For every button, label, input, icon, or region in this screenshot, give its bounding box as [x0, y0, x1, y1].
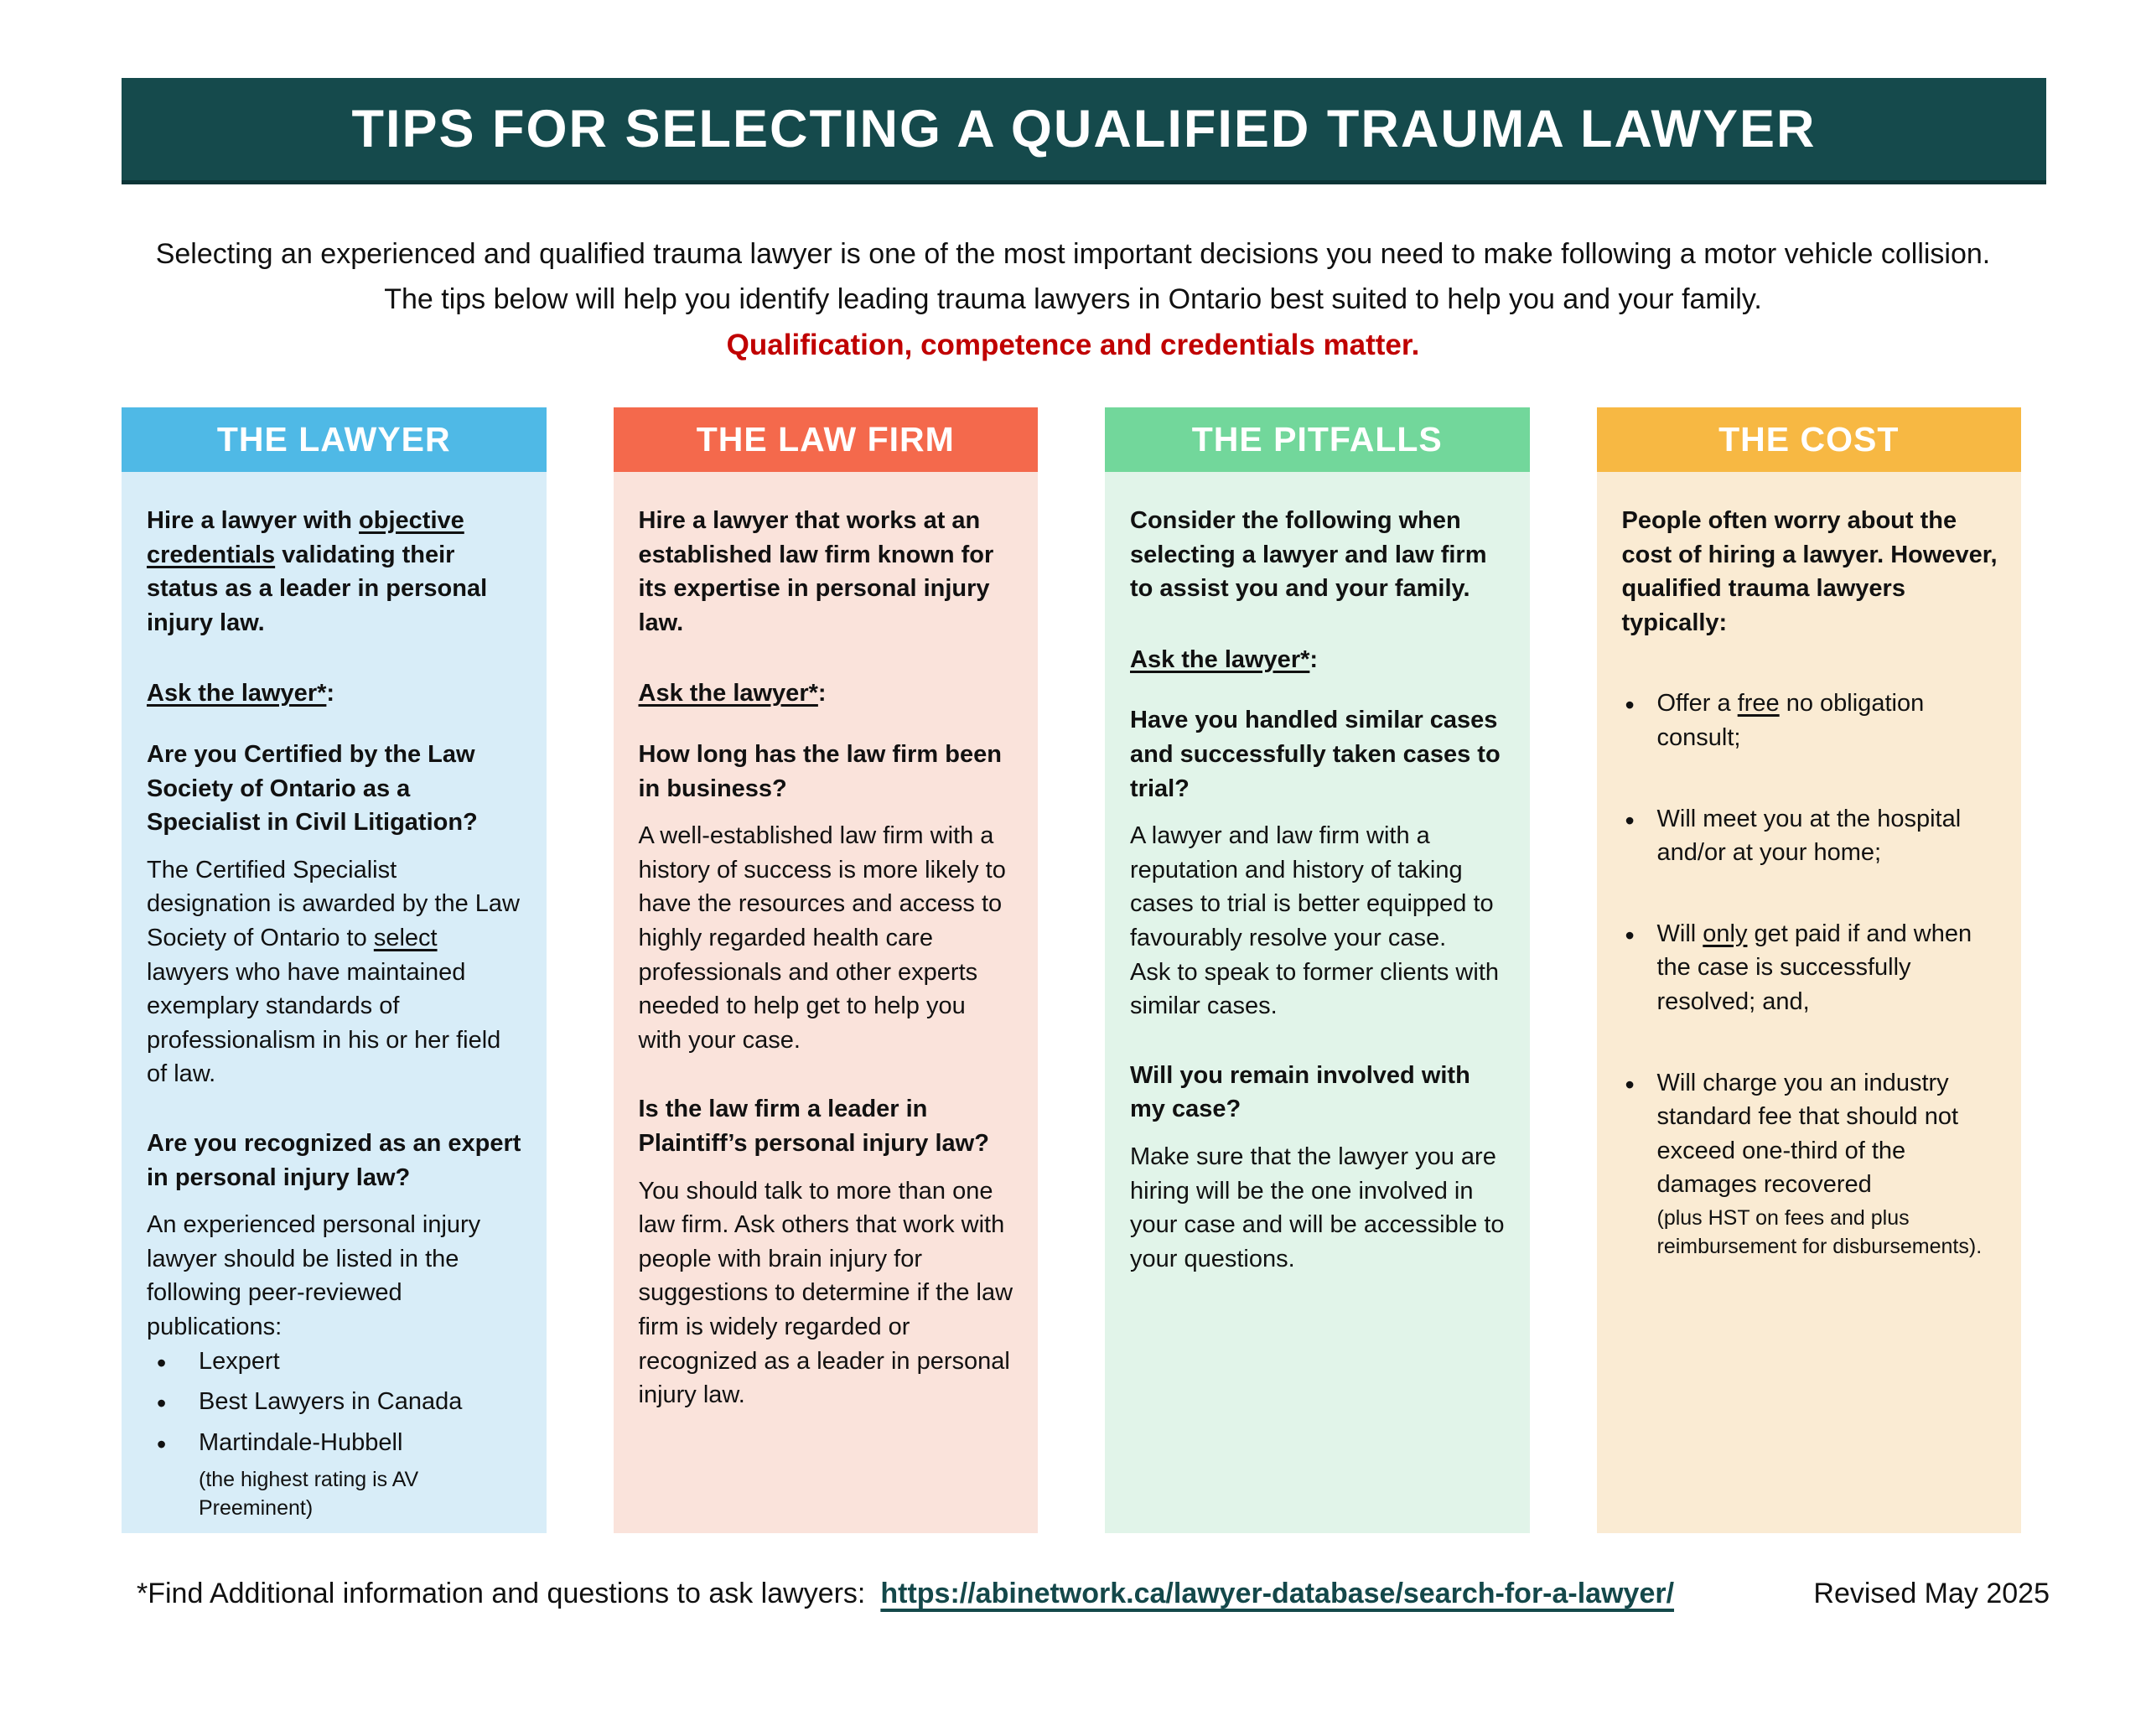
- list-item: Lexpert: [147, 1345, 523, 1381]
- hst-disbursements-note: (plus HST on fees and plus reimbursement…: [1656, 1205, 1983, 1258]
- title-banner: TIPS FOR SELECTING A QUALIFIED TRAUMA LA…: [122, 78, 2046, 184]
- lawyer-database-link[interactable]: https://abinetwork.ca/lawyer-database/se…: [880, 1578, 1675, 1610]
- answer-how-long-in-business: A well-established law firm with a histo…: [638, 822, 1006, 1054]
- text-run: no obligation consult;: [1656, 690, 1925, 751]
- column-the-law-firm: THE LAW FIRM Hire a lawyer that works at…: [613, 407, 1038, 1534]
- answer-similar-cases-trial: A lawyer and law firm with a reputation …: [1130, 819, 1506, 1023]
- underlined-text: objective credentials: [147, 507, 464, 568]
- underlined-text: Ask the lawyer*: [147, 680, 327, 707]
- list-item: Best Lawyers in Canada: [147, 1385, 523, 1422]
- list-item: Will meet you at the hospital and/or at …: [1622, 802, 1998, 870]
- underlined-text: Ask the lawyer*: [638, 680, 818, 707]
- answer-remain-involved: Make sure that the lawyer you are hiring…: [1130, 1143, 1505, 1272]
- text-run: :: [817, 680, 827, 707]
- pitfalls-intro: Consider the following when selecting a …: [1130, 507, 1487, 603]
- question-remain-involved: Will you remain involved with my case?: [1130, 1061, 1470, 1123]
- cost-benefits-list: Offer a free no obligation consult; Will…: [1622, 687, 1998, 1261]
- text-run: Offer a: [1656, 690, 1738, 718]
- column-header-the-pitfalls: THE PITFALLS: [1105, 407, 1530, 473]
- column-body-the-lawyer: Hire a lawyer with objective credentials…: [122, 472, 547, 1534]
- intro-section: Selecting an experienced and qualified t…: [130, 231, 2016, 368]
- martindale-rating-note: (the highest rating is AV Preeminent): [199, 1468, 419, 1521]
- lawyer-intro: Hire a lawyer with objective credentials…: [147, 504, 523, 640]
- question-similar-cases-trial: Have you handled similar cases and succe…: [1130, 707, 1501, 802]
- answer-firm-leader: You should talk to more than one law fir…: [638, 1177, 1013, 1409]
- answer-recognized-expert: An experienced personal injury lawyer sh…: [147, 1211, 481, 1340]
- text-run: validating their status as a leader in p…: [147, 541, 488, 636]
- firm-intro: Hire a lawyer that works at an establish…: [638, 507, 994, 636]
- footer-note-group: *Find Additional information and questio…: [137, 1578, 1674, 1610]
- question-firm-leader: Is the law firm a leader in Plaintiff’s …: [638, 1096, 989, 1157]
- list-item: Will charge you an industry standard fee…: [1622, 1066, 1998, 1262]
- column-header-the-cost: THE COST: [1596, 407, 2021, 473]
- question-certified-specialist: Are you Certified by the Law Society of …: [147, 741, 478, 837]
- footer-note: *Find Additional information and questio…: [137, 1578, 866, 1610]
- list-item: Offer a free no obligation consult;: [1622, 687, 1998, 754]
- underlined-text: only: [1703, 920, 1748, 947]
- column-title: THE PITFALLS: [1191, 420, 1443, 459]
- column-body-the-law-firm: Hire a lawyer that works at an establish…: [613, 472, 1038, 1534]
- underlined-text: free: [1737, 690, 1780, 718]
- column-title: THE COST: [1718, 420, 1900, 459]
- column-header-the-lawyer: THE LAWYER: [122, 407, 547, 473]
- column-the-cost: THE COST People often worry about the co…: [1596, 407, 2021, 1534]
- ask-the-lawyer-heading: Ask the lawyer*:: [147, 676, 523, 711]
- underlined-text: Ask the lawyer*: [1130, 645, 1310, 673]
- text-run: lawyers who have maintained exemplary st…: [147, 958, 501, 1088]
- intro-text: Selecting an experienced and qualified t…: [155, 238, 1991, 316]
- cost-intro: People often worry about the cost of hir…: [1621, 507, 1998, 636]
- text-run: Will charge you an industry standard fee…: [1656, 1069, 1959, 1199]
- revised-date: Revised May 2025: [1813, 1578, 2050, 1610]
- publication-list: Lexpert Best Lawyers in Canada Martindal…: [147, 1345, 523, 1464]
- text-run: :: [326, 680, 335, 707]
- list-item: Martindale-Hubbell: [147, 1426, 523, 1463]
- answer-certified-specialist: The Certified Specialist designation is …: [147, 853, 523, 1091]
- tips-columns: THE LAWYER Hire a lawyer with objective …: [122, 407, 2021, 1534]
- answer-line: Ask to speak to former clients with simi…: [1130, 958, 1499, 1020]
- ask-the-lawyer-heading: Ask the lawyer*:: [639, 676, 1015, 711]
- ask-the-lawyer-heading: Ask the lawyer*:: [1130, 643, 1506, 677]
- column-header-the-law-firm: THE LAW FIRM: [613, 407, 1038, 473]
- column-body-the-cost: People often worry about the cost of hir…: [1596, 472, 2021, 1534]
- column-title: THE LAW FIRM: [696, 420, 955, 459]
- question-how-long-in-business: How long has the law firm been in busine…: [638, 741, 1002, 802]
- column-title: THE LAWYER: [216, 420, 451, 459]
- text-run: :: [1309, 645, 1319, 673]
- text-run: Hire a lawyer with: [147, 507, 360, 535]
- question-recognized-expert: Are you recognized as an expert in perso…: [147, 1129, 521, 1191]
- page-title: TIPS FOR SELECTING A QUALIFIED TRAUMA LA…: [351, 100, 1817, 158]
- text-run: The Certified Specialist designation is …: [147, 856, 520, 951]
- text-run: Will: [1656, 920, 1703, 947]
- column-the-lawyer: THE LAWYER Hire a lawyer with objective …: [122, 407, 547, 1534]
- column-the-pitfalls: THE PITFALLS Consider the following when…: [1105, 407, 1530, 1534]
- column-body-the-pitfalls: Consider the following when selecting a …: [1105, 472, 1530, 1534]
- footer: *Find Additional information and questio…: [137, 1578, 2050, 1610]
- text-run: get paid if and when the case is success…: [1656, 920, 1972, 1015]
- answer-line: A lawyer and law firm with a reputation …: [1130, 822, 1494, 951]
- underlined-text: select: [373, 924, 438, 951]
- intro-tagline: Qualification, competence and credential…: [726, 328, 1420, 361]
- list-item: Will only get paid if and when the case …: [1622, 917, 1998, 1019]
